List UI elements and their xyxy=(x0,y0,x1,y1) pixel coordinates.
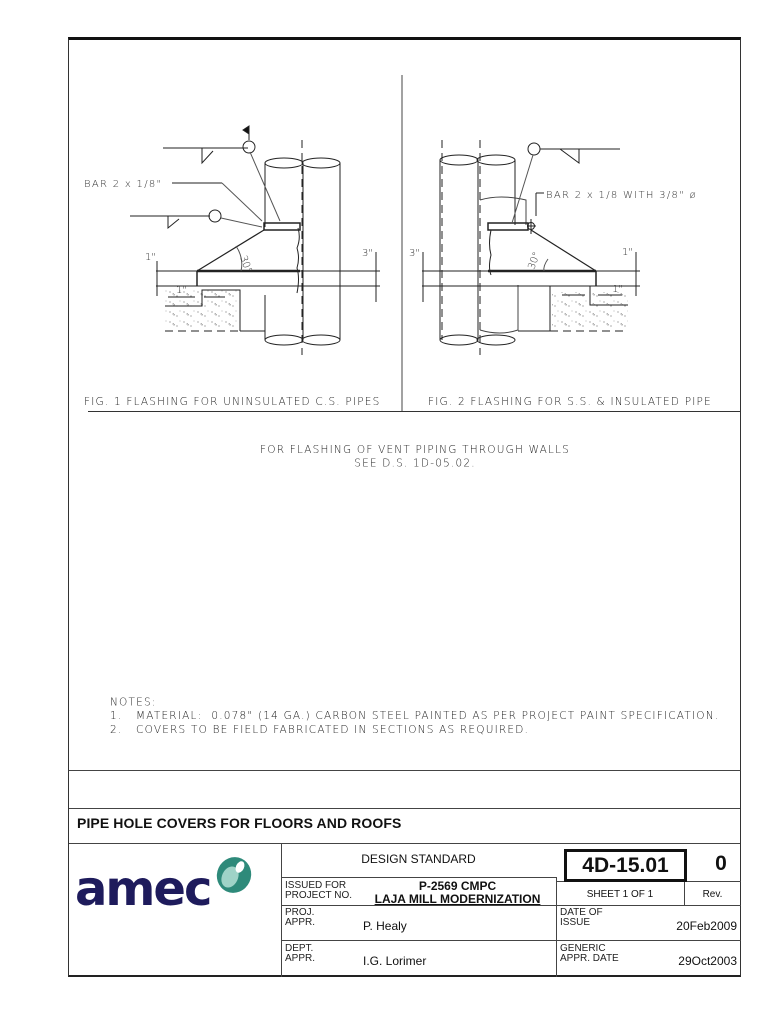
dept-appr-value: I.G. Lorimer xyxy=(363,954,427,968)
drawing-title: PIPE HOLE COVERS FOR FLOORS AND ROOFS xyxy=(77,815,402,831)
fig1-depth-label: 3" xyxy=(362,248,373,259)
fig1-drawing xyxy=(130,125,380,355)
note-item-2: 2. COVERS TO BE FIELD FABRICATED IN SECT… xyxy=(110,723,530,736)
fig2-caption: FIG. 2 FLASHING FOR S.S. & INSULATED PIP… xyxy=(428,395,712,409)
technical-drawing: BAR 2 x 1/8" 1" 1" 3" 30° BAR 2 x 1/8 WI… xyxy=(84,75,697,412)
fig1-caption: FIG. 1 FLASHING FOR UNINSULATED C.S. PIP… xyxy=(84,395,381,409)
vent-piping-note: FOR FLASHING OF VENT PIPING THROUGH WALL… xyxy=(200,443,630,470)
fig2-offset-label: 1" xyxy=(612,284,623,295)
title-block-blank-row xyxy=(69,771,740,809)
design-standard-label: DESIGN STANDARD xyxy=(361,852,476,866)
fig1-bar-label: BAR 2 x 1/8" xyxy=(84,179,162,190)
title-block: PIPE HOLE COVERS FOR FLOORS AND ROOFS am… xyxy=(68,770,741,977)
amec-logo-text: amec xyxy=(75,861,212,917)
notes-section: NOTES:1. MATERIAL: 0.078" (14 GA.) CARBO… xyxy=(110,696,719,737)
fig2-bar-label: BAR 2 x 1/8 WITH 3/8" ø xyxy=(546,190,697,201)
caption-rule xyxy=(88,411,741,412)
note-item-1: 1. MATERIAL: 0.078" (14 GA.) CARBON STEE… xyxy=(110,709,720,723)
vent-note-line-1: FOR FLASHING OF VENT PIPING THROUGH WALL… xyxy=(260,443,570,456)
sheet-number: SHEET 1 OF 1 xyxy=(586,889,654,900)
project-number: P-2569 CMPC xyxy=(418,879,497,893)
fig2-depth-label: 3" xyxy=(409,248,420,259)
rev-label: Rev. xyxy=(702,889,723,900)
generic-appr-date-value: 29Oct2003 xyxy=(678,954,737,968)
amec-logo-mark-icon xyxy=(216,857,252,893)
drawing-frame xyxy=(68,37,741,977)
project-name: LAJA MILL MODERNIZATION xyxy=(374,892,541,906)
date-of-issue-value: 20Feb2009 xyxy=(676,919,737,933)
document-number: 4D-15.01 xyxy=(564,849,687,882)
revision-number: 0 xyxy=(715,852,727,875)
fig1-offset-label: 1" xyxy=(176,285,187,296)
logo-cell: amec xyxy=(69,843,282,977)
fig2-angle-label: 30° xyxy=(526,251,542,271)
notes-heading: NOTES: xyxy=(110,696,157,709)
fig1-height-label: 1" xyxy=(145,252,156,263)
title-rule xyxy=(69,843,740,844)
proj-appr-label: PROJ.APPR. xyxy=(285,907,316,928)
proj-appr-value: P. Healy xyxy=(363,919,407,933)
fig2-height-label: 1" xyxy=(622,247,633,258)
fig2-drawing xyxy=(422,140,640,355)
vent-note-line-2: SEE D.S. 1D-05.02. xyxy=(354,457,476,470)
dept-appr-label: DEPT.APPR. xyxy=(285,943,316,964)
